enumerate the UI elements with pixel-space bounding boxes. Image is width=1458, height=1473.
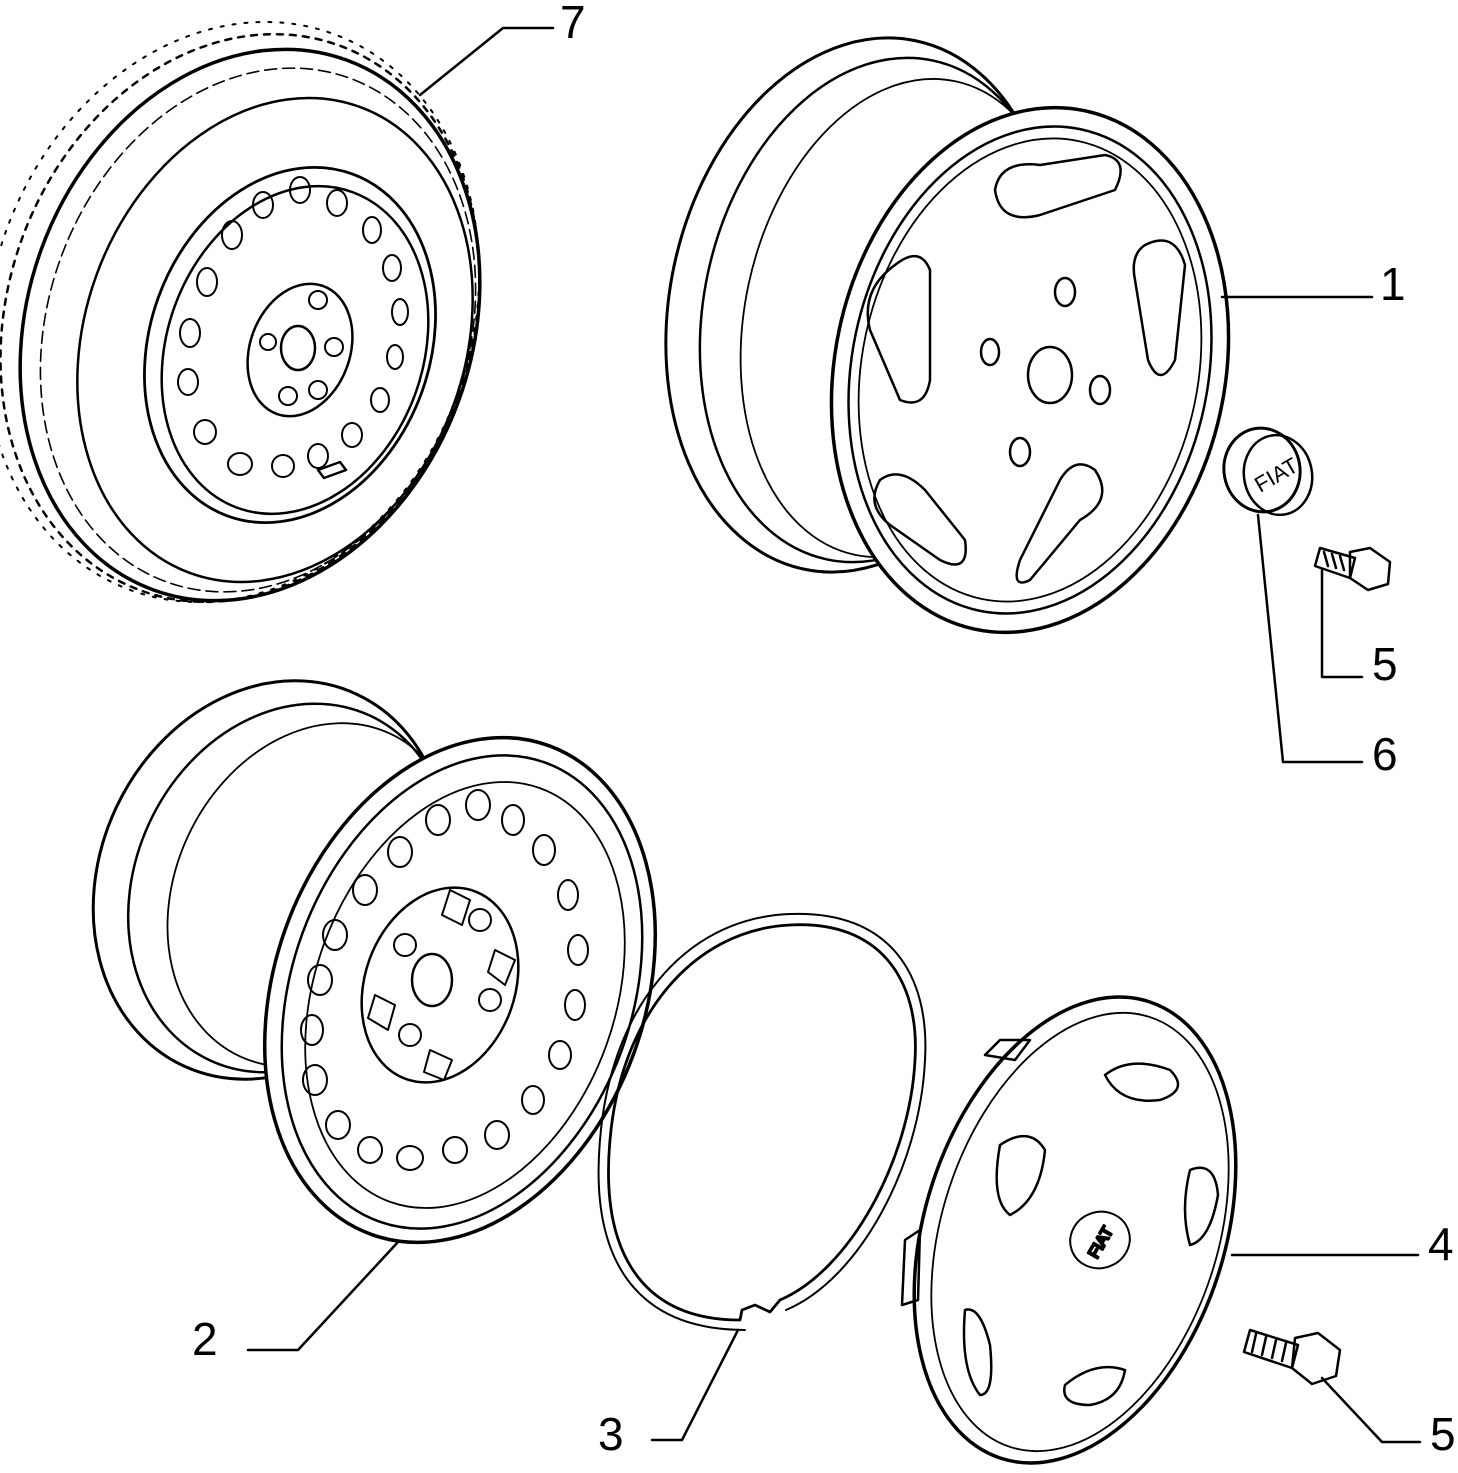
center-cap: FIAT bbox=[1222, 426, 1314, 517]
steel-wheel bbox=[91, 679, 658, 1245]
wheel-bolt-lower bbox=[1242, 1328, 1342, 1386]
wheel-bolt-upper bbox=[1313, 546, 1392, 592]
leader-line-5-upper bbox=[1320, 568, 1364, 679]
leader-line-6 bbox=[1256, 513, 1364, 764]
callout-4: 4 bbox=[1428, 1218, 1454, 1270]
callout-5-lower: 5 bbox=[1430, 1408, 1456, 1460]
leader-line-3 bbox=[650, 1328, 740, 1442]
leader-line-2 bbox=[246, 1240, 400, 1352]
callout-3: 3 bbox=[598, 1408, 624, 1460]
leader-line-7 bbox=[418, 26, 555, 97]
retaining-ring bbox=[597, 912, 927, 1331]
callout-6: 6 bbox=[1372, 728, 1398, 780]
callout-1: 1 bbox=[1380, 258, 1406, 310]
alloy-wheel bbox=[664, 36, 1231, 635]
tyre-wheel-assembly bbox=[0, 20, 482, 604]
callout-5-upper: 5 bbox=[1372, 638, 1398, 690]
callout-2: 2 bbox=[192, 1313, 218, 1365]
leader-lines bbox=[246, 26, 1422, 1444]
leader-line-5-lower bbox=[1320, 1376, 1422, 1444]
callout-7: 7 bbox=[560, 0, 586, 48]
hubcap: FIAT bbox=[900, 995, 1238, 1465]
